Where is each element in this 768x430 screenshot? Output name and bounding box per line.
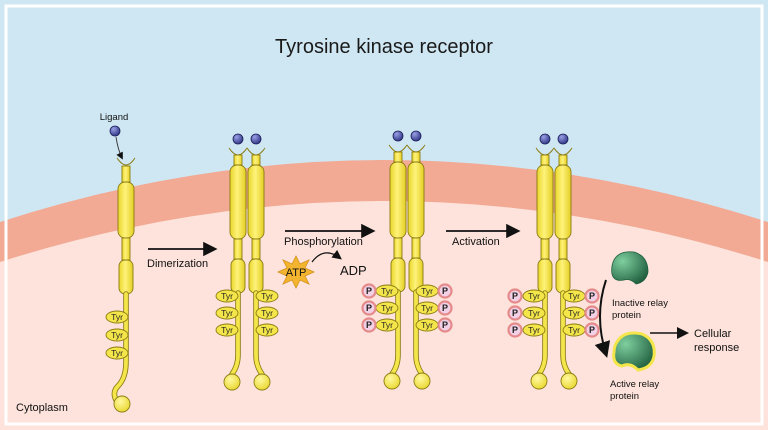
svg-text:Tyr: Tyr	[421, 286, 433, 296]
svg-text:Tyr: Tyr	[528, 308, 540, 318]
transmembrane-helix	[117, 181, 135, 239]
svg-text:Tyr: Tyr	[528, 291, 540, 301]
svg-text:Tyr: Tyr	[528, 325, 540, 335]
ligand-icon	[392, 130, 404, 142]
ligand-label: Ligand	[100, 112, 129, 123]
tyr-group: Tyr Tyr Tyr	[105, 310, 129, 360]
ligand-pointer	[115, 136, 123, 160]
adp-label: ADP	[340, 263, 367, 278]
frame-border	[4, 4, 764, 426]
svg-text:P: P	[442, 286, 448, 296]
ligand-icon	[410, 130, 422, 142]
svg-text:P: P	[366, 320, 372, 330]
svg-text:P: P	[366, 303, 372, 313]
atp-adp-arrow	[311, 249, 342, 263]
svg-text:P: P	[512, 291, 518, 301]
ligand-icon	[232, 133, 244, 145]
ligand-icon	[109, 125, 121, 137]
svg-text:Tyr: Tyr	[221, 308, 233, 318]
svg-text:P: P	[442, 320, 448, 330]
atp-star-icon	[277, 255, 315, 289]
diagram-title: Tyrosine kinase receptor	[275, 36, 493, 58]
phosphate-group: P P P P P P	[507, 288, 600, 338]
svg-text:P: P	[512, 325, 518, 335]
active-relay-protein: Active relay protein	[610, 331, 659, 402]
inactive-relay-label-2: protein	[612, 310, 641, 321]
svg-text:Tyr: Tyr	[568, 308, 580, 318]
svg-text:P: P	[589, 325, 595, 335]
inactive-relay-icon	[611, 251, 649, 285]
svg-text:Tyr: Tyr	[261, 291, 273, 301]
cytoplasm-region	[0, 201, 768, 430]
svg-text:P: P	[442, 303, 448, 313]
svg-text:Tyr: Tyr	[261, 308, 273, 318]
phosphorylation-label: Phosphorylation	[284, 236, 363, 248]
tyr-group: Tyr Tyr Tyr Tyr Tyr Tyr	[375, 284, 439, 332]
active-relay-label-2: protein	[610, 391, 639, 402]
active-relay-label-1: Active relay	[610, 379, 659, 390]
ligand-icon	[539, 133, 551, 145]
binding-cup	[116, 157, 136, 166]
svg-text:Tyr: Tyr	[221, 291, 233, 301]
dimerization-label: Dimerization	[147, 258, 208, 270]
svg-text:Tyr: Tyr	[568, 325, 580, 335]
svg-text:Tyr: Tyr	[568, 291, 580, 301]
relay-activation-arrow	[594, 279, 611, 358]
inactive-relay-label-1: Inactive relay	[612, 298, 668, 309]
svg-text:Tyr: Tyr	[111, 312, 123, 322]
activation-label: Activation	[452, 236, 500, 248]
activated-dimer: Tyr Tyr Tyr Tyr Tyr Tyr P P P P P P	[507, 133, 600, 390]
svg-text:P: P	[589, 291, 595, 301]
svg-text:Tyr: Tyr	[381, 320, 393, 330]
cytoplasm-label: Cytoplasm	[16, 402, 68, 414]
svg-text:Tyr: Tyr	[381, 286, 393, 296]
receptor-monomer: Ligand Tyr Tyr Tyr	[100, 112, 136, 413]
phosphate-group: P P P P P P	[361, 283, 453, 333]
svg-text:Tyr: Tyr	[381, 303, 393, 313]
atp-label: ATP	[286, 267, 307, 279]
svg-text:Tyr: Tyr	[421, 303, 433, 313]
tail-ball	[113, 395, 131, 413]
inactive-relay-protein: Inactive relay protein	[611, 251, 668, 321]
active-relay-icon	[612, 331, 656, 372]
ligand-icon	[557, 133, 569, 145]
svg-text:P: P	[589, 308, 595, 318]
cellular-response-label-2: response	[694, 342, 739, 354]
tyr-group: Tyr Tyr Tyr Tyr Tyr Tyr	[215, 289, 279, 337]
svg-text:P: P	[366, 286, 372, 296]
svg-text:P: P	[512, 308, 518, 318]
svg-text:Tyr: Tyr	[221, 325, 233, 335]
svg-text:Tyr: Tyr	[111, 330, 123, 340]
ligand-icon	[250, 133, 262, 145]
cellular-response-label-1: Cellular	[694, 328, 732, 340]
receptor-dimer: Tyr Tyr Tyr Tyr Tyr Tyr	[215, 133, 279, 391]
svg-text:Tyr: Tyr	[111, 348, 123, 358]
svg-text:Tyr: Tyr	[421, 320, 433, 330]
tyr-group: Tyr Tyr Tyr Tyr Tyr Tyr	[522, 289, 586, 337]
svg-text:Tyr: Tyr	[261, 325, 273, 335]
phosphorylated-dimer: Tyr Tyr Tyr Tyr Tyr Tyr P P P P P P	[361, 130, 453, 390]
